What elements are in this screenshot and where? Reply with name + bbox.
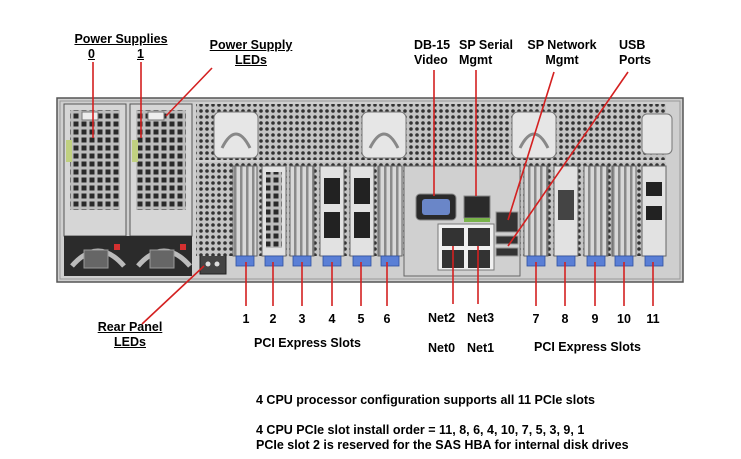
usb-ports-label: USB Ports	[619, 38, 651, 68]
pci-express-slots-left-label: PCI Express Slots	[254, 336, 361, 350]
net1-label: Net1	[467, 341, 495, 355]
usb-port-a	[495, 235, 519, 245]
power-supply-leds-label: Power Supply LEDs	[196, 38, 306, 68]
sp-serial-label: SP Serial Mgmt	[459, 38, 513, 68]
pcie-slot-11	[641, 165, 667, 257]
net3-label: Net3	[467, 311, 495, 325]
top-latch-far-right	[641, 113, 673, 155]
rear-panel-leds-label: Rear Panel LEDs	[84, 320, 176, 350]
pcie-slot-10	[611, 165, 637, 257]
net2-label: Net2	[428, 311, 456, 325]
usb-line1: USB	[619, 38, 646, 52]
db15-video-label: DB-15 Video	[414, 38, 450, 68]
slot-number-4: 4	[328, 312, 336, 326]
pcie-slot-8	[553, 165, 579, 257]
db15-line2: Video	[414, 53, 448, 67]
pcie-slot-1	[232, 165, 258, 257]
slot-number-5: 5	[357, 312, 365, 326]
pcie-slot-4	[319, 165, 345, 257]
top-vent-grid	[196, 104, 666, 160]
sp-serial-line2: Mgmt	[459, 53, 493, 67]
usb-line2: Ports	[619, 53, 651, 67]
sp-network-port	[495, 211, 519, 233]
pcie-slot-9	[583, 165, 609, 257]
usb-port-b	[495, 247, 519, 257]
pcie-slot-7	[523, 165, 549, 257]
slot-number-7: 7	[532, 312, 540, 326]
db15-line1: DB-15	[414, 38, 451, 52]
pcie-slot-5	[349, 165, 375, 257]
sp-network-line2: Mgmt	[545, 53, 579, 67]
top-latch-left	[213, 111, 259, 159]
sp-serial-port	[463, 195, 491, 219]
power-supply-id-0: 0	[88, 47, 95, 61]
rear-panel-leds-line1: Rear Panel	[97, 320, 163, 334]
note-slot2-reserved: PCIe slot 2 is reserved for the SAS HBA …	[256, 438, 629, 452]
slot-number-8: 8	[561, 312, 569, 326]
callout-lines	[92, 62, 654, 325]
rear-panel-leds-line2: LEDs	[114, 335, 146, 349]
pci-express-slots-right-label: PCI Express Slots	[534, 340, 641, 354]
pcie-slot-3	[289, 165, 315, 257]
rear-panel-led-block	[199, 253, 227, 275]
slot-number-2: 2	[269, 312, 277, 326]
pcie-slot-6	[377, 165, 403, 257]
net0-label: Net0	[428, 341, 456, 355]
pcie-slot-2	[261, 165, 287, 257]
power-supplies-title: Power Supplies	[74, 32, 168, 46]
sp-serial-line1: SP Serial	[459, 38, 513, 52]
slot-number-9: 9	[591, 312, 599, 326]
slot-number-11: 11	[646, 312, 660, 326]
power-supply-id-1: 1	[137, 47, 144, 61]
top-latch-center	[361, 111, 407, 159]
slot-number-6: 6	[383, 312, 391, 326]
sp-network-line1: SP Network	[527, 38, 597, 52]
power-supply-1	[129, 103, 193, 237]
slot-number-10: 10	[617, 312, 631, 326]
slot-number-3: 3	[298, 312, 306, 326]
power-supply-0	[63, 103, 127, 237]
power-supply-leds-line1: Power Supply	[209, 38, 293, 52]
note-install-order: 4 CPU PCIe slot install order = 11, 8, 6…	[256, 423, 585, 437]
note-cpu-configuration: 4 CPU processor configuration supports a…	[256, 393, 595, 407]
sp-network-label: SP Network Mgmt	[520, 38, 604, 68]
power-supplies-label: Power Supplies	[66, 32, 176, 47]
slot-number-1: 1	[242, 312, 250, 326]
power-supply-leds-line2: LEDs	[235, 53, 267, 67]
